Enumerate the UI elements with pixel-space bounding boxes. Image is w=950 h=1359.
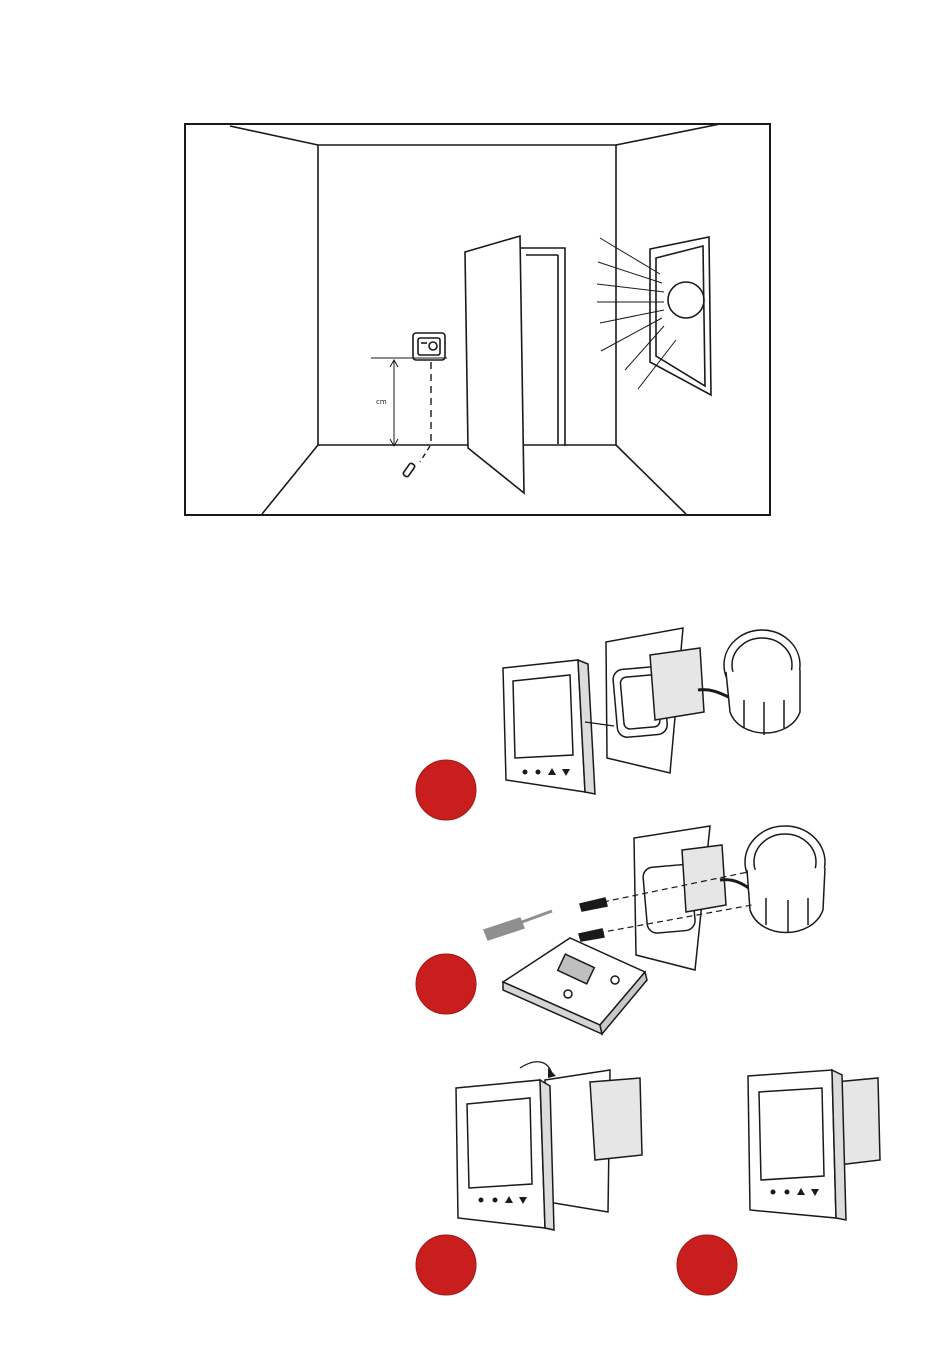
step-3-illustration — [456, 1062, 642, 1230]
open-door — [465, 236, 524, 493]
step-4-illustration — [748, 1070, 880, 1220]
thermostat-screen — [467, 1098, 532, 1188]
room-illustration — [185, 124, 770, 515]
step-1-marker — [416, 760, 476, 820]
power-module — [650, 648, 704, 720]
step-3-marker — [416, 1235, 476, 1295]
thermostat-screen — [513, 675, 573, 758]
thermostat-screen — [759, 1088, 824, 1180]
height-label: cm — [376, 398, 387, 406]
floor-right-edge — [616, 445, 686, 514]
step-2-illustration — [484, 826, 825, 1034]
step-1-illustration — [503, 628, 800, 794]
step-2-marker — [416, 954, 476, 1014]
wall-junction-box — [745, 826, 825, 933]
floor-sensor — [403, 463, 416, 478]
screwdriver-icon — [484, 911, 552, 940]
wall-thermostat-icon — [413, 333, 445, 360]
wall-junction-box — [724, 630, 800, 735]
ceiling-left-edge — [230, 126, 318, 145]
step-4-marker — [677, 1235, 737, 1295]
ceiling-right-edge — [616, 124, 720, 145]
floor-left-edge — [262, 445, 318, 514]
power-module — [682, 845, 726, 912]
base-plate — [503, 938, 645, 1025]
insert-arrow — [520, 1062, 552, 1074]
power-module — [590, 1078, 642, 1160]
